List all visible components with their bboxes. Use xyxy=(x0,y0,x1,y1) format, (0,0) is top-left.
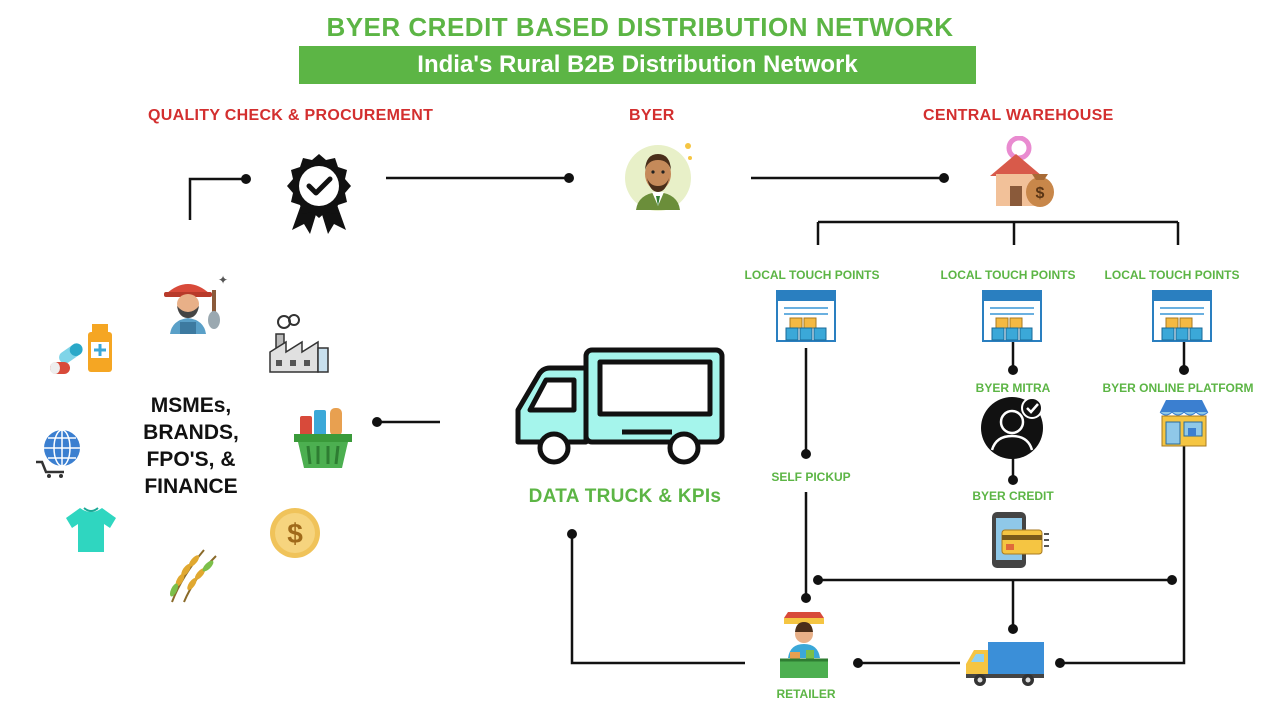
online-platform-icon xyxy=(1159,400,1209,447)
store-icon xyxy=(776,290,836,342)
byer-credit-icon xyxy=(992,512,1049,568)
section-byer: BYER xyxy=(629,107,675,124)
self-pickup-label: SELF PICKUP xyxy=(771,470,851,484)
svg-text:$: $ xyxy=(1036,185,1045,202)
store-icon xyxy=(1152,290,1212,342)
farmer-icon: ✦ xyxy=(164,273,228,334)
sources-line: BRANDS, xyxy=(143,421,239,444)
touch-point-label: LOCAL TOUCH POINTS xyxy=(744,268,880,282)
touch-point-label: LOCAL TOUCH POINTS xyxy=(1104,268,1240,282)
retailer-label: RETAILER xyxy=(776,687,836,701)
retailer-icon xyxy=(780,612,828,678)
sources-line: FINANCE xyxy=(144,475,238,498)
sources-line: FPO'S, & xyxy=(146,448,236,471)
data-truck-label: DATA TRUCK & KPIs xyxy=(528,486,722,507)
touch-point-label: LOCAL TOUCH POINTS xyxy=(940,268,1076,282)
sources-line: MSMEs, xyxy=(150,394,232,417)
global-cart-icon xyxy=(36,429,80,478)
section-central-warehouse: CENTRAL WAREHOUSE xyxy=(923,107,1114,124)
medicine-icon xyxy=(50,324,112,374)
grocery-basket-icon xyxy=(294,408,352,468)
dollar-coin-icon: $ xyxy=(270,508,320,558)
delivery-truck-icon xyxy=(966,642,1044,686)
byer-mitra-icon xyxy=(981,397,1043,459)
factory-icon xyxy=(269,314,329,373)
store-icon xyxy=(982,290,1042,342)
wheat-icon xyxy=(169,549,217,603)
byer-credit-label: BYER CREDIT xyxy=(972,489,1054,503)
subtitle-banner: India's Rural B2B Distribution Network xyxy=(299,46,976,84)
byer-online-platform-label: BYER ONLINE PLATFORM xyxy=(1102,381,1254,395)
byer-mitra-label: BYER MITRA xyxy=(975,381,1051,395)
diagram-title: BYER CREDIT BASED DISTRIBUTION NETWORK xyxy=(326,12,954,42)
svg-text:✦: ✦ xyxy=(218,273,228,287)
tshirt-icon xyxy=(66,507,116,552)
central-warehouse-icon: $ xyxy=(990,136,1054,207)
data-truck-icon xyxy=(515,347,725,465)
section-quality-check: QUALITY CHECK & PROCUREMENT xyxy=(148,107,434,124)
quality-badge-icon xyxy=(287,154,351,234)
byer-avatar-icon xyxy=(625,143,692,211)
svg-text:$: $ xyxy=(287,518,303,549)
sources-label: MSMEs, BRANDS, FPO'S, & FINANCE xyxy=(128,392,254,500)
